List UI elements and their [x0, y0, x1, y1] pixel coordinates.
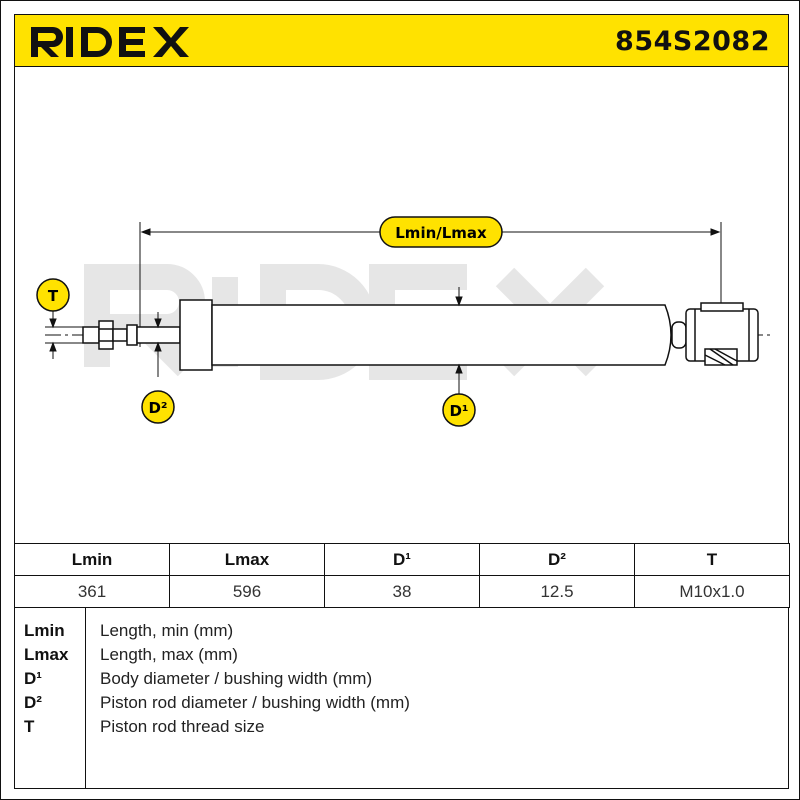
legend-desc: Length, max (mm): [100, 645, 238, 664]
legend-key: Lmin: [24, 621, 65, 640]
svg-text:D¹: D¹: [449, 402, 468, 420]
header-d1: D¹: [324, 543, 480, 576]
eye-mount: [671, 302, 759, 366]
header-d2: D²: [479, 543, 635, 576]
value-lmin: 361: [14, 575, 170, 608]
svg-text:Lmin/Lmax: Lmin/Lmax: [395, 224, 487, 242]
shock-absorber-drawing: Lmin/Lmax: [36, 216, 770, 427]
d2-badge: D²: [141, 390, 175, 424]
legend-item: Lmax Length, max (mm): [15, 645, 790, 669]
length-badge: Lmin/Lmax: [379, 216, 503, 248]
ridex-logo: [31, 27, 189, 57]
legend-panel: Lmin Length, min (mm) Lmax Length, max (…: [14, 607, 789, 789]
legend-desc: Piston rod thread size: [100, 717, 265, 736]
legend-item: D¹ Body diameter / bushing width (mm): [15, 669, 790, 693]
table-row: 361 596 38 12.5 M10x1.0: [14, 575, 790, 608]
value-d2: 12.5: [479, 575, 635, 608]
legend-desc: Piston rod diameter / bushing width (mm): [100, 693, 410, 712]
legend-key: D¹: [24, 669, 42, 688]
header-lmin: Lmin: [14, 543, 170, 576]
legend-key: Lmax: [24, 645, 69, 664]
header-lmax: Lmax: [169, 543, 325, 576]
svg-text:D²: D²: [148, 399, 167, 417]
body-diameter-dimension: [455, 287, 463, 397]
t-badge: T: [36, 278, 70, 312]
legend-item: D² Piston rod diameter / bushing width (…: [15, 693, 790, 717]
legend-item: T Piston rod thread size: [15, 717, 790, 741]
piston-rod-thread: [82, 320, 138, 350]
d1-badge: D¹: [442, 393, 476, 427]
header-bar: 854S2082: [14, 14, 789, 67]
legend-key: T: [24, 717, 35, 736]
header-t: T: [634, 543, 790, 576]
legend-key: D²: [24, 693, 42, 712]
part-number: 854S2082: [615, 26, 770, 57]
technical-drawing-area: Lmin/Lmax: [14, 67, 789, 544]
specification-table: Lmin Lmax D¹ D² T 361 596 38 12.5 M10x1.…: [14, 543, 790, 608]
svg-text:T: T: [48, 287, 59, 305]
value-t: M10x1.0: [634, 575, 790, 608]
legend-divider: [85, 607, 86, 789]
rod-diameter-dimension: [154, 312, 162, 377]
thread-dimension: [45, 311, 83, 359]
legend-item: Lmin Length, min (mm): [15, 621, 790, 645]
shock-body: [179, 299, 672, 371]
piston-rod: [136, 326, 181, 344]
value-d1: 38: [324, 575, 480, 608]
legend-desc: Body diameter / bushing width (mm): [100, 669, 373, 688]
legend-desc: Length, min (mm): [100, 621, 234, 640]
value-lmax: 596: [169, 575, 325, 608]
table-header-row: Lmin Lmax D¹ D² T: [14, 543, 790, 576]
